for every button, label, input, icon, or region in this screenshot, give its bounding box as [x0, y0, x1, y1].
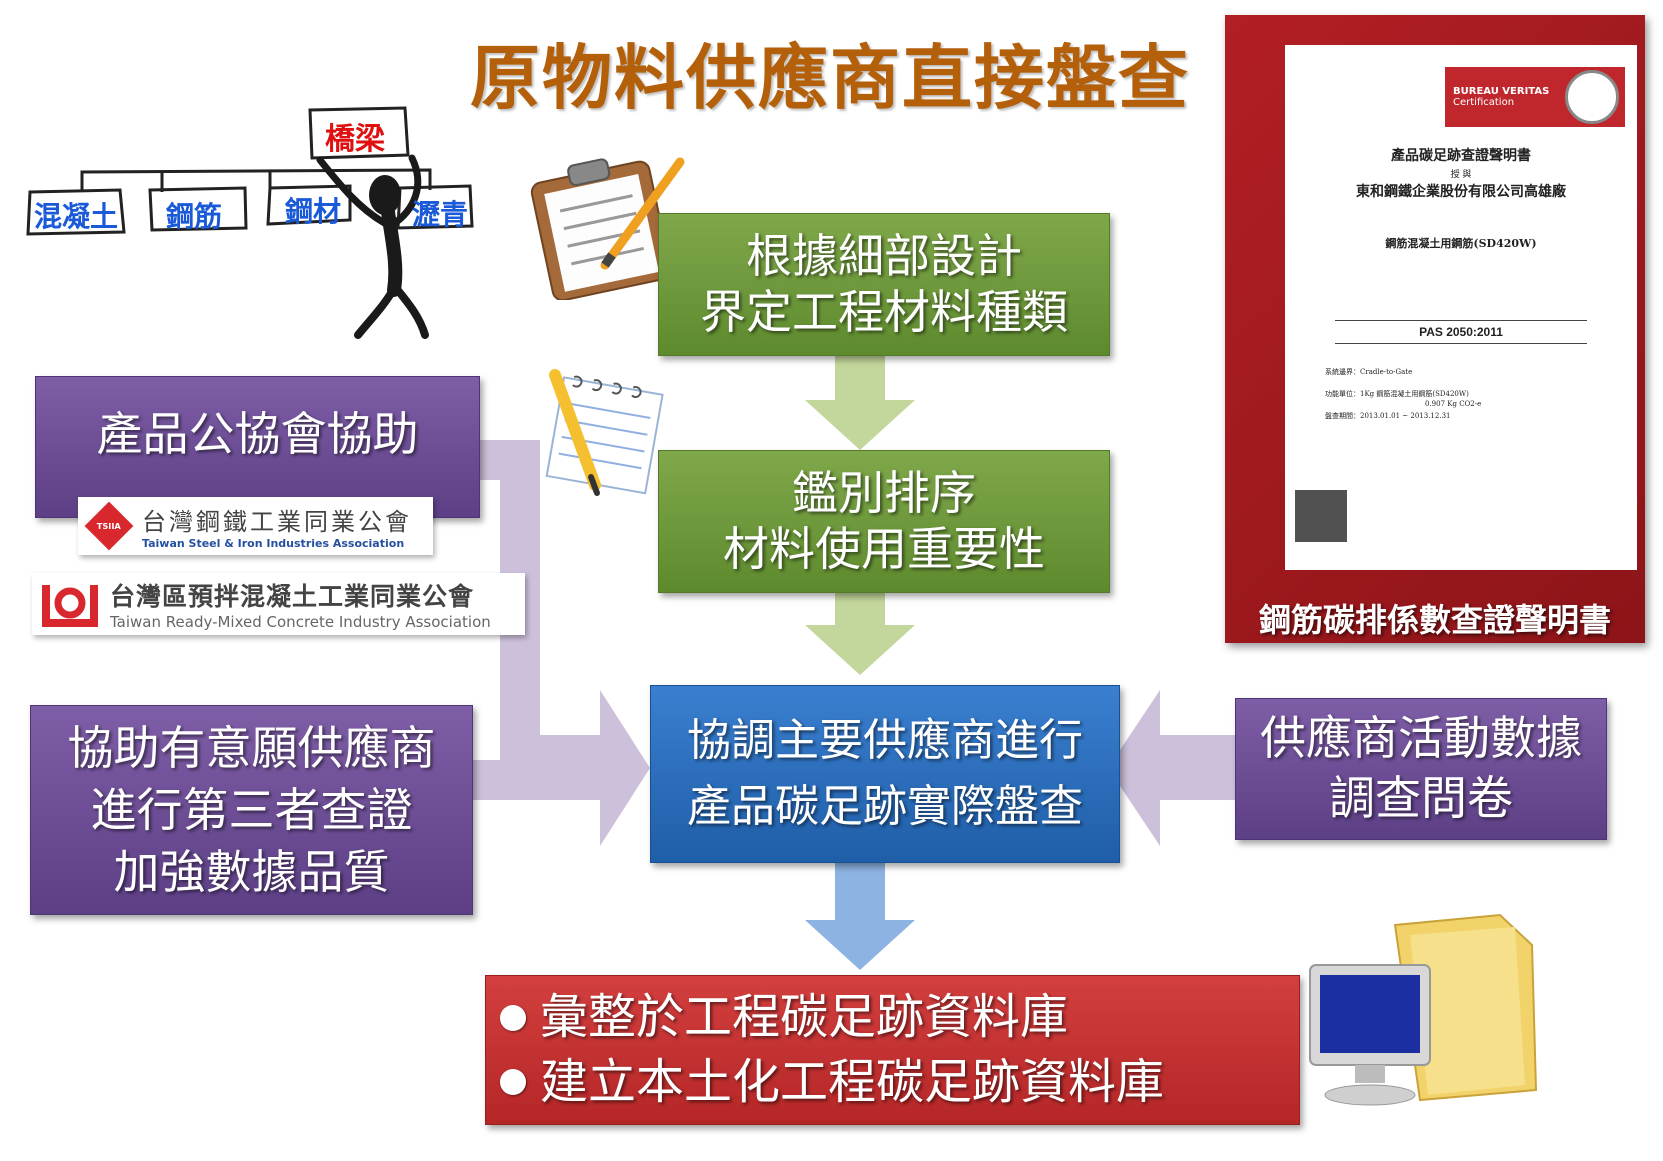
supplier-survey-line2: 調查問卷 [1329, 771, 1513, 825]
sketch-lines [26, 106, 474, 339]
trmcia-emblem-icon [42, 585, 98, 627]
result-item-1: 彙整於工程碳足跡資料庫 [500, 985, 1068, 1050]
sketch-item-rebar: 鋼筋 [166, 200, 223, 233]
bullet-icon [500, 1004, 526, 1031]
result-database: 彙整於工程碳足跡資料庫 建立本土化工程碳足跡資料庫 [485, 975, 1300, 1125]
step-define-materials: 根據細部設計 界定工程材料種類 [658, 213, 1110, 356]
cert-product: 鋼筋混凝土用鋼筋(SD420W) [1385, 237, 1537, 250]
cert-granted: 授 與 [1450, 170, 1472, 180]
certificate-caption: 鋼筋碳排係數查證聲明書 [1258, 601, 1611, 639]
material-sketch: 橋梁 混凝土 鋼筋 鋼材 瀝青 [20, 100, 490, 350]
tsiia-english: Taiwan Steel & Iron Industries Associati… [142, 537, 405, 550]
tsiia-text: 台灣鋼鐵工業同業公會 Taiwan Steel & Iron Industrie… [142, 502, 412, 550]
arrow-left-right [1108, 690, 1240, 846]
cert-unit: 功能單位：1Kg 鋼筋混凝土用鋼筋(SD420W) [1325, 390, 1469, 398]
third-party-line2: 進行第三者查證 [90, 782, 413, 837]
third-party-line1: 協助有意願供應商 [67, 720, 436, 775]
arrow-down-1 [805, 340, 915, 450]
bureau-veritas-badge: BUREAU VERITAS Certification [1445, 67, 1625, 127]
step-supplier-inventory-line2: 產品碳足跡實際盤查 [687, 781, 1083, 832]
bv-seal-icon [1565, 70, 1619, 124]
notepad-icon [535, 365, 670, 500]
cert-divider [1335, 320, 1587, 321]
trmcia-english: Taiwan Ready-Mixed Concrete Industry Ass… [110, 613, 491, 631]
bullet-icon [500, 1069, 526, 1096]
result-item-2-text: 建立本土化工程碳足跡資料庫 [540, 1054, 1165, 1110]
tsiia-abbr: TSIIA [96, 521, 122, 531]
arrow-down-2 [805, 560, 915, 675]
step-rank-materials-line2: 材料使用重要性 [723, 521, 1045, 576]
cert-company: 東和鋼鐵企業股份有限公司高雄廠 [1356, 184, 1566, 200]
association-assist-text: 產品公協會協助 [96, 407, 419, 461]
association-assist-box: 產品公協會協助 [35, 376, 480, 518]
cert-standard: PAS 2050:2011 [1419, 325, 1503, 339]
step-supplier-inventory-line1: 協調主要供應商進行 [687, 715, 1083, 766]
cert-hologram-icon [1295, 490, 1347, 542]
supplier-survey-line1: 供應商活動數據 [1260, 711, 1582, 766]
supplier-survey-box: 供應商活動數據 調查問卷 [1235, 698, 1607, 840]
tsiia-emblem-icon: TSIIA [84, 501, 134, 551]
tsiia-name: 台灣鋼鐵工業同業公會 [142, 508, 412, 536]
bv-brand-line2: Certification [1453, 97, 1515, 108]
sketch-top-label: 橋梁 [325, 122, 385, 157]
clipboard-icon [520, 150, 690, 302]
sketch-item-concrete: 混凝土 [34, 200, 119, 233]
third-party-verification-box: 協助有意願供應商 進行第三者查證 加強數據品質 [30, 705, 473, 915]
arrow-down-3 [805, 860, 915, 970]
step-supplier-inventory: 協調主要供應商進行 產品碳足跡實際盤查 [650, 685, 1120, 863]
tsiia-logo: TSIIA 台灣鋼鐵工業同業公會 Taiwan Steel & Iron Ind… [78, 497, 433, 555]
cert-heading: 產品碳足跡查證聲明書 [1391, 148, 1531, 164]
sketch-item-steel: 鋼材 [285, 195, 342, 228]
cert-emission: 0.907 Kg CO2-e [1425, 400, 1482, 408]
step-rank-materials: 鑑別排序 材料使用重要性 [658, 450, 1110, 593]
certificate-paper: BUREAU VERITAS Certification 產品碳足跡查證聲明書 … [1285, 45, 1637, 570]
computer-folder-icon [1300, 905, 1550, 1120]
cert-divider [1335, 343, 1587, 344]
certificate-image: BUREAU VERITAS Certification 產品碳足跡查證聲明書 … [1225, 15, 1645, 643]
trmcia-logo: 台灣區預拌混凝土工業同業公會 Taiwan Ready-Mixed Concre… [32, 573, 525, 635]
cert-boundary: 系統邊界：Cradle-to-Gate [1325, 368, 1413, 376]
bv-brand-line1: BUREAU VERITAS [1453, 86, 1550, 97]
trmcia-name: 台灣區預拌混凝土工業同業公會 [110, 582, 475, 611]
result-item-2: 建立本土化工程碳足跡資料庫 [500, 1050, 1164, 1115]
sketch-item-asphalt: 瀝青 [412, 198, 469, 231]
trmcia-text: 台灣區預拌混凝土工業同業公會 Taiwan Ready-Mixed Concre… [110, 577, 491, 631]
step-rank-materials-line1: 鑑別排序 [792, 466, 976, 521]
cert-period: 盤查期間：2013.01.01 ~ 2013.12.31 [1325, 412, 1451, 420]
result-item-1-text: 彙整於工程碳足跡資料庫 [540, 989, 1069, 1046]
page-title: 原物料供應商直接盤查 [470, 37, 1190, 119]
arrow-right-left [445, 440, 650, 846]
third-party-line3: 加強數據品質 [113, 845, 390, 900]
step-define-materials-line1: 根據細部設計 [746, 229, 1022, 284]
step-define-materials-line2: 界定工程材料種類 [700, 284, 1068, 339]
